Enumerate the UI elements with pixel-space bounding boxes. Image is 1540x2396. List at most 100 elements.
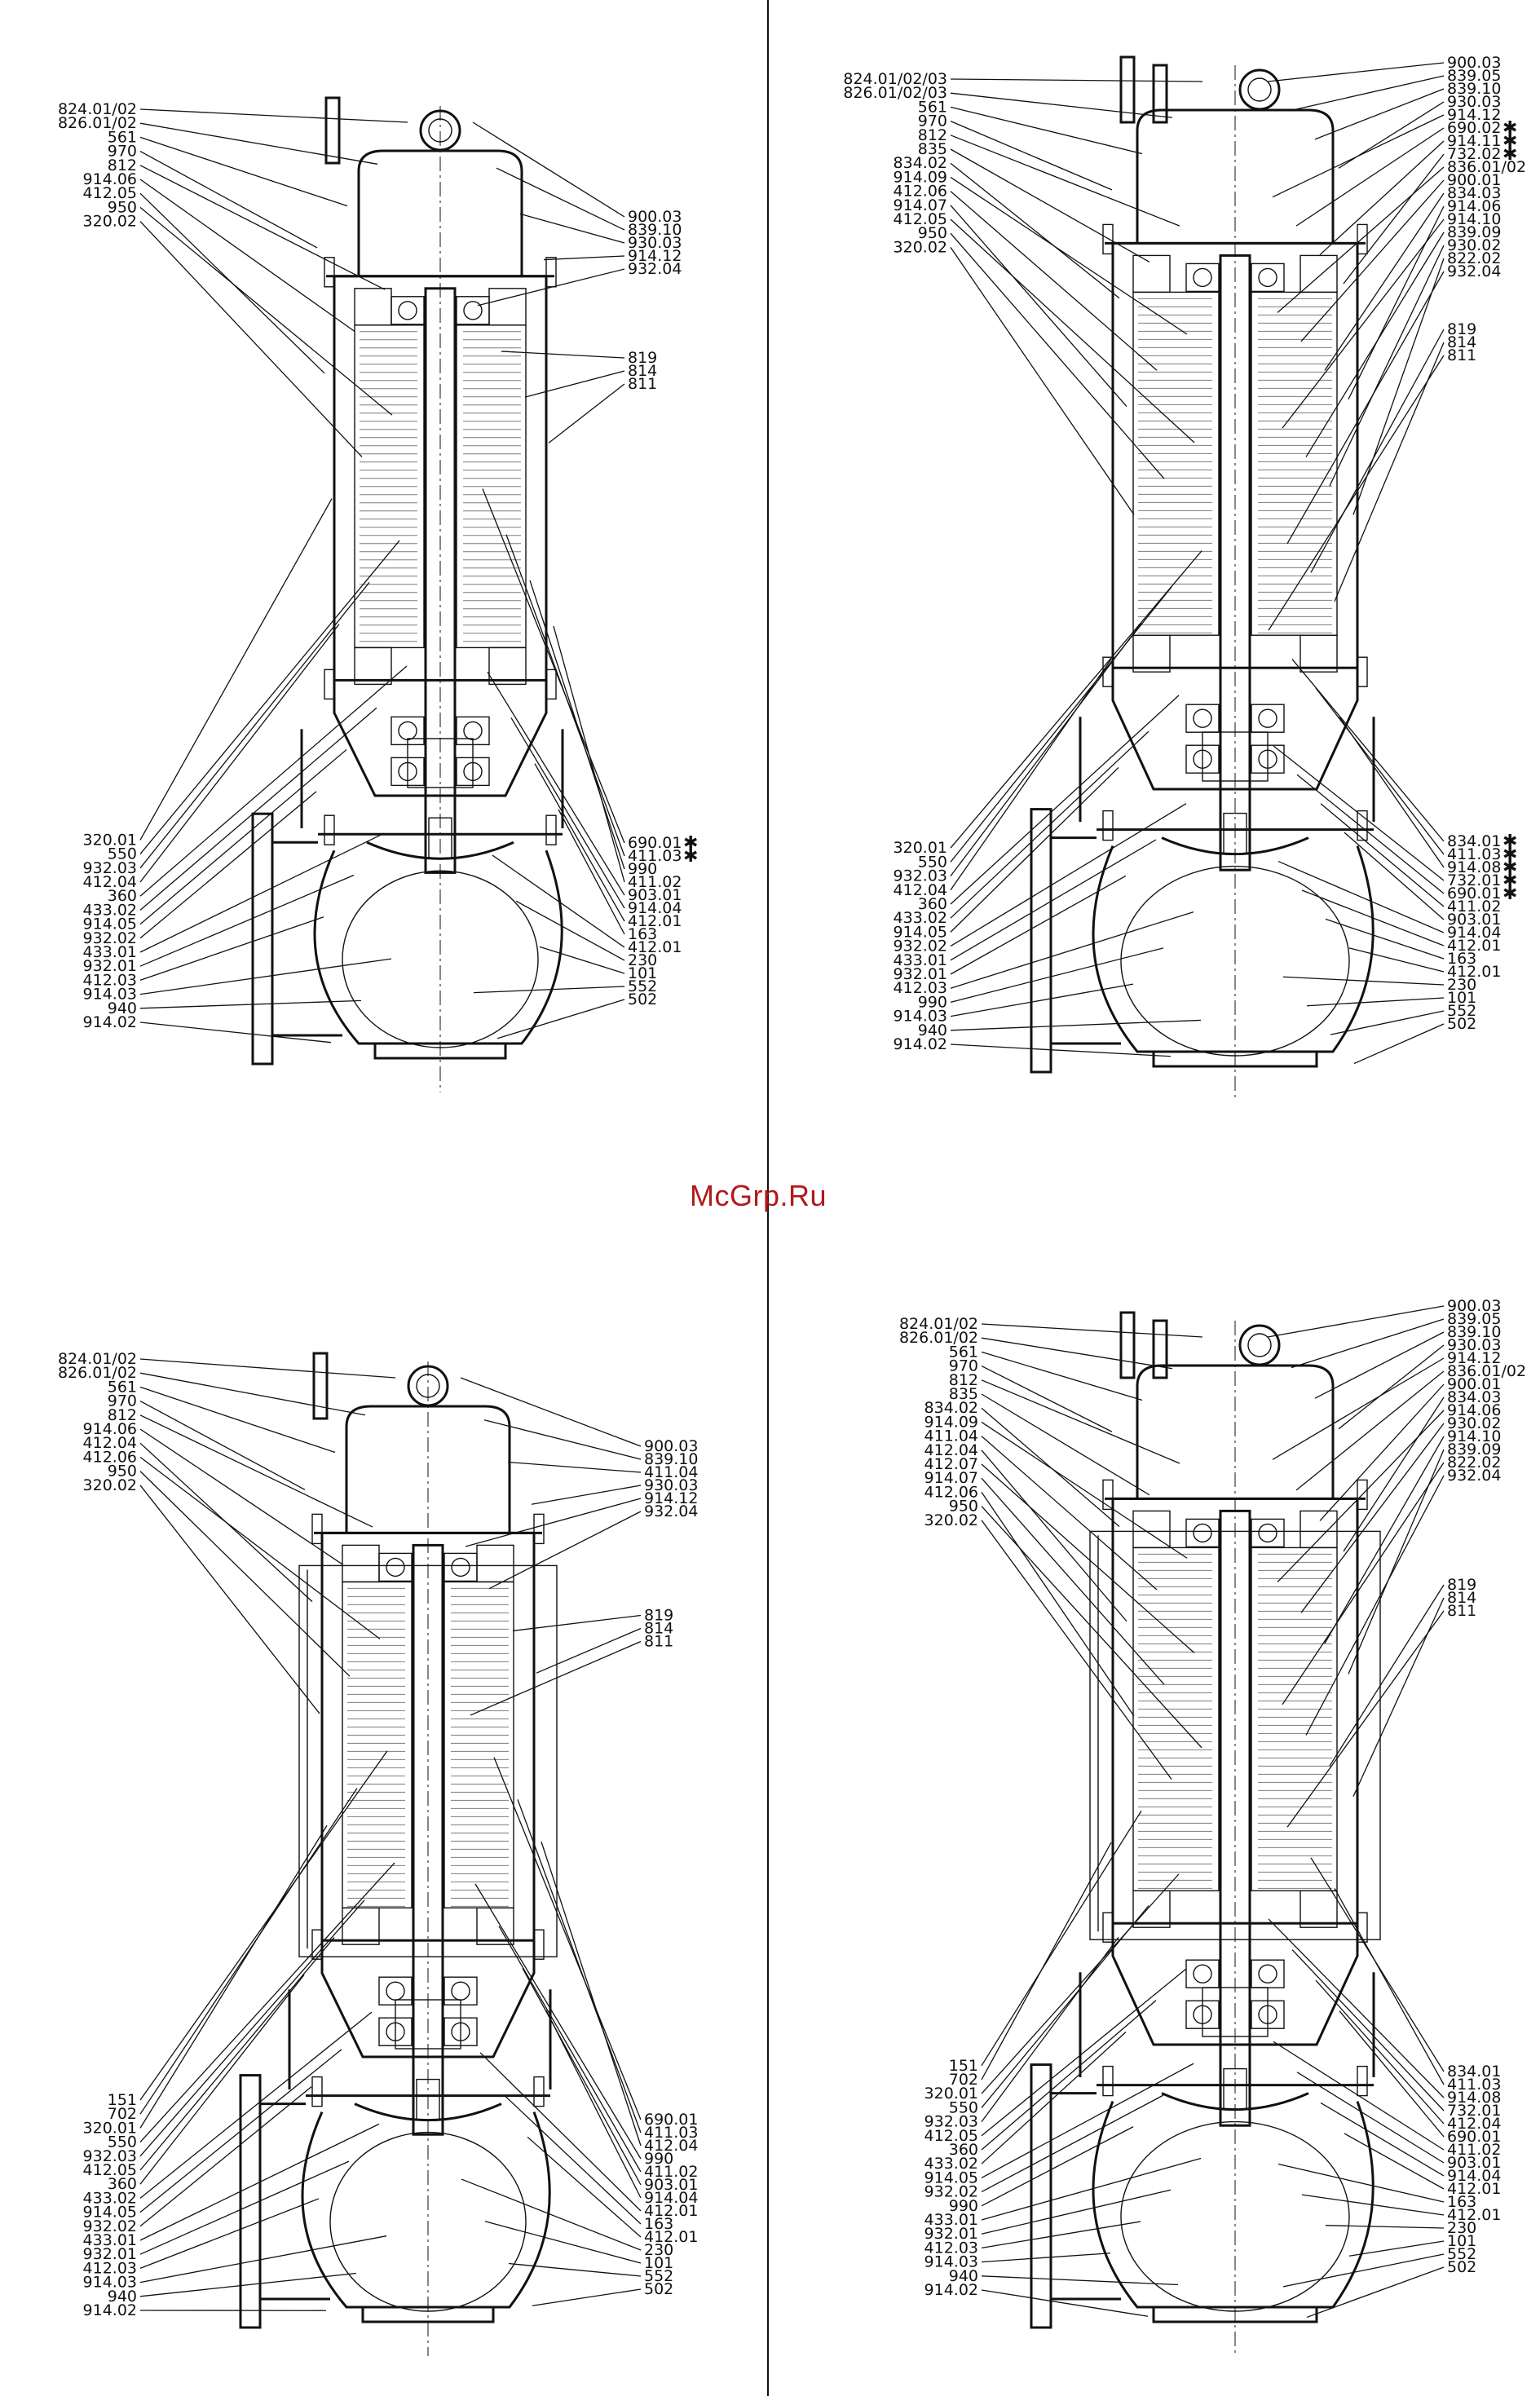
labels-bottom-right: 824.01/02826.01/02561970812835834.02914.… [899, 1297, 1526, 2319]
bearing-ball [398, 301, 417, 320]
part-label-right: 411.02 [1447, 2141, 1501, 2159]
part-label-right: 839.09 [1447, 1441, 1501, 1458]
leader-line [1282, 976, 1445, 986]
winding-head [342, 1544, 380, 1583]
part-label-left: 932.01 [894, 965, 947, 983]
part-label-right: 836.01/02 [1447, 1362, 1526, 1380]
part-label-left: 914.05 [83, 2204, 137, 2222]
leader-line [139, 1862, 395, 2143]
leader-line [981, 2126, 1134, 2207]
winding-head [1300, 254, 1338, 293]
part-label-right: 914.04 [1447, 2167, 1501, 2185]
part-label-left: 932.03 [924, 2113, 978, 2131]
leader-line [522, 1968, 642, 2186]
part-label-left: 914.03 [894, 1008, 947, 1026]
part-label-right: 930.02 [1447, 236, 1501, 254]
part-label-left: 932.01 [83, 957, 137, 975]
part-label-left: 320.01 [83, 2119, 137, 2137]
part-label-right: 834.01 [1447, 832, 1501, 850]
leader-line [139, 498, 333, 841]
leader-line [1306, 997, 1445, 1007]
part-label-left: 412.03 [83, 971, 137, 989]
part-label-right: 834.01 [1447, 2063, 1501, 2081]
part-label-right: 412.04 [644, 2137, 698, 2155]
leader-line [1286, 1610, 1445, 1828]
volute-casing [1092, 845, 1375, 1053]
part-label-right: 732.01 [1447, 2102, 1501, 2120]
leader-line [950, 205, 1127, 407]
part-label-right: 932.04 [1447, 263, 1501, 280]
leader-line [1320, 2102, 1445, 2177]
part-label-right: 836.01/02 [1447, 158, 1526, 176]
part-label-left: 824.01/02 [58, 100, 137, 118]
part-label-right: 834.03 [1447, 1388, 1501, 1406]
leader-line [139, 707, 377, 911]
motor-lantern [1079, 1972, 1375, 2077]
leader-line [981, 1506, 1202, 1749]
leader-line [139, 1021, 332, 1044]
bearing-ball [398, 721, 417, 741]
discharge-nozzle [272, 841, 342, 1037]
part-label-left: 412.05 [894, 210, 947, 228]
part-label-right: 839.10 [1447, 80, 1501, 98]
bolt-icon [533, 2076, 545, 2107]
leader-line [501, 351, 625, 359]
part-label-right: 900.03 [1447, 1297, 1501, 1315]
part-label-right: 101 [1447, 2232, 1476, 2250]
part-label-right: 930.03 [1447, 1336, 1501, 1354]
leader-line [1325, 2225, 1445, 2229]
leader-line [1282, 218, 1445, 429]
leader-line [981, 1905, 1149, 2108]
part-label-right: 914.04 [1447, 924, 1501, 942]
leader-line [139, 1750, 388, 2101]
part-label-left: 950 [108, 198, 137, 216]
bolt-icon [1357, 656, 1368, 687]
asterisk-icon: ✱ [1502, 858, 1517, 878]
part-label-right: 900.03 [628, 208, 682, 226]
leader-line [139, 2049, 342, 2213]
leader-line [1348, 205, 1445, 400]
bearing-housing [1111, 668, 1359, 791]
part-label-left: 970 [108, 143, 137, 161]
leader-line [1273, 745, 1445, 881]
leader-line [1267, 62, 1445, 82]
part-label-left: 412.06 [83, 1448, 137, 1466]
leader-line [1282, 1462, 1445, 1705]
leader-line [139, 1428, 343, 1565]
part-label-right: 412.04 [1447, 2115, 1501, 2133]
leader-line [503, 2094, 642, 2225]
part-label-right: 811 [1447, 346, 1476, 364]
discharge-flange [1030, 808, 1052, 1074]
part-label-left: 561 [918, 98, 947, 116]
cable-gland-1 [312, 1352, 329, 1420]
bearing-ball [1258, 1523, 1277, 1543]
bolt-icon [324, 257, 335, 288]
leader-line [950, 148, 1150, 263]
part-label-right: 411.02 [628, 873, 682, 891]
part-label-left: 914.06 [83, 1420, 137, 1438]
part-label-left: 412.07 [924, 1455, 978, 1473]
part-label-right: 819 [628, 349, 657, 367]
part-label-right: 732.02 [1447, 145, 1501, 163]
part-label-right: 230 [1447, 2219, 1476, 2237]
part-label-right: 822.02 [1447, 249, 1501, 267]
leader-line [139, 791, 317, 939]
part-label-right: 412.01 [1447, 937, 1501, 955]
leader-line [139, 1485, 320, 1714]
part-label-right: 814 [1447, 333, 1476, 351]
part-label-left: 914.02 [83, 2301, 137, 2319]
part-label-right: 411.02 [644, 2163, 698, 2181]
part-label-right: 819 [1447, 1576, 1476, 1594]
part-label-right: 914.10 [1447, 210, 1501, 228]
lifting-eye-icon [1238, 1324, 1281, 1366]
leader-line [548, 383, 625, 443]
leader-line [981, 2000, 1157, 2151]
leader-line [1268, 1918, 1445, 2098]
bearing-ball [463, 721, 483, 741]
leader-line [139, 136, 348, 207]
part-label-left: 433.02 [83, 2189, 137, 2207]
part-label-left: 835 [918, 140, 947, 158]
winding-head [488, 646, 527, 686]
bearing-ball [1193, 267, 1212, 288]
part-label-right: 690.02 [1447, 119, 1501, 137]
